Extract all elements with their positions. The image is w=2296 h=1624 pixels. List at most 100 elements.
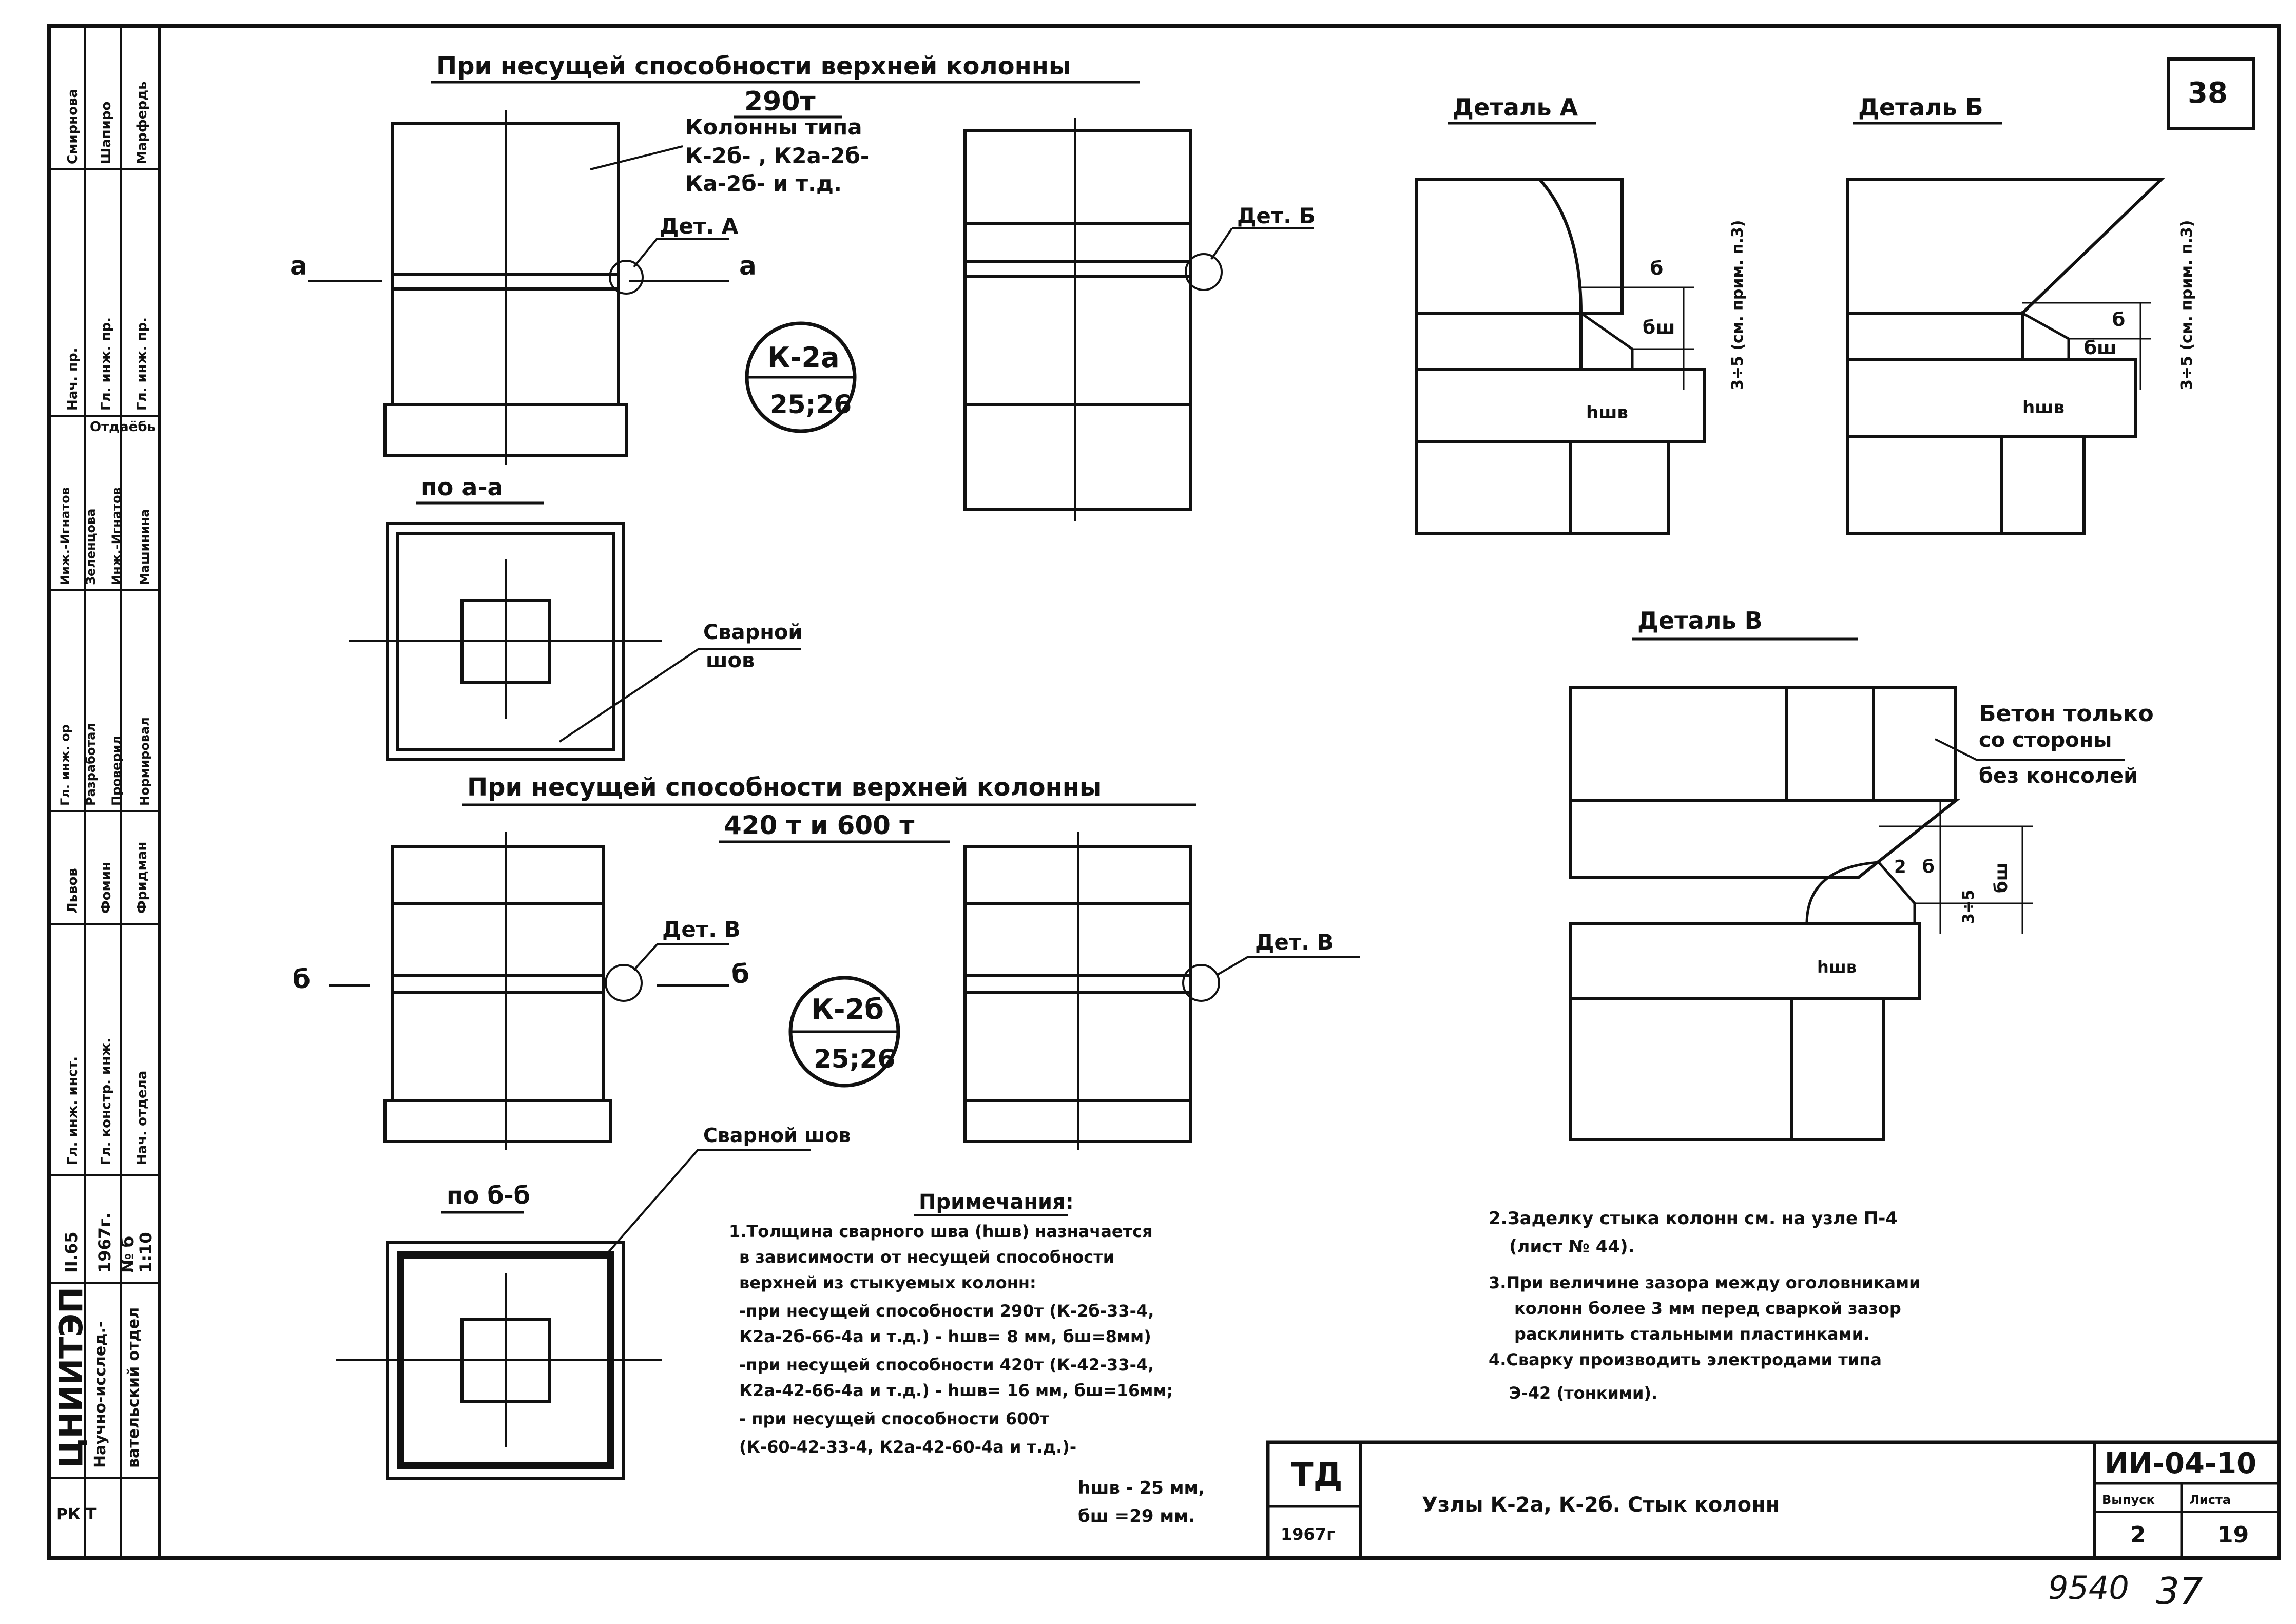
node-badge-k2b-code: К-2б [811,993,884,1026]
weld-leader-lower [607,1149,699,1253]
detail-b-dim-side: 3÷5 (см. прим. п.3) [2178,220,2196,390]
section-mark-b-left: б [293,964,311,994]
node-badge-k2b-sheets: 25;26 [814,1044,895,1074]
stamp-name-10: Марфердь [134,81,150,164]
lower-heading: При несущей способности верхней колонны [467,773,1102,802]
stamp-year-1: II.65 [62,1232,81,1273]
stamp-role-6: Проверил [109,736,124,806]
stamp-role-7: Нормировал [138,717,152,806]
section-aa-plan [349,522,662,761]
stamp-name-7: Машинина [138,509,152,585]
stamp-year-2: 1967г. [95,1212,114,1273]
detail-b-dim-b: б [2112,310,2125,331]
concrete-note-3: без консолей [1979,764,2138,788]
note-line-5: К2а-2б-66-4а и т.д.) - hшв= 8 мм, бш=8мм… [739,1327,1151,1346]
concrete-note-1: Бетон только [1979,701,2154,727]
section-mark-b-right: б [731,959,749,989]
detail-v-dim-35: 3÷5 [1960,890,1978,924]
note-right-7: Э-42 (тонкими). [1509,1383,1657,1403]
stamp-sub-2: вательский отдел [125,1307,143,1468]
handwritten-number: 9540 [2048,1569,2129,1607]
section-bb-label: по б-б [447,1182,530,1209]
stamp-role-1: Гл. инж. инст. [65,1056,81,1165]
concrete-note-2: со стороны [1979,728,2112,752]
stamp-org: ЦНИИТЭП [52,1287,90,1468]
note-line-9: (К-60-42-33-4, К2а-42-60-4а и т.д.)- [739,1437,1076,1457]
detail-b-dim-bsh: бш [2084,338,2116,359]
detail-a-drawing [1415,178,1706,535]
callout-det-v-left-leader [633,943,658,971]
title-code: ИИ-04-10 [2105,1447,2256,1480]
detail-v-title: Деталь В [1637,607,1763,634]
detail-b-drawing [1846,178,2165,535]
stamp-sub-1: Научно-исслед.- [91,1321,109,1468]
detail-v-dim-hsh: hшв [1817,957,1857,977]
note-right-2: (лист № 44). [1509,1236,1634,1257]
column-types-note-3: Ка-2б- и т.д. [685,171,842,196]
detail-a-dim-bsh: бш [1643,317,1675,338]
section-bb-plan [336,1241,662,1480]
detail-a-dim-b: б [1650,258,1663,279]
title-sheet-label: Листа [2189,1493,2231,1507]
stamp-name-4: Ииж.-Игнатов [58,487,72,585]
title-stamp: ТД [1291,1456,1343,1494]
detail-v-drawing [1569,686,2033,1141]
note-line-8: - при несущей способности 600т [739,1409,1050,1428]
node-badge-k2a-code: К-2а [767,341,840,374]
concrete-note-leader [1935,738,1977,761]
stamp-role-2: Гл. констр. инж. [99,1038,114,1165]
upper-heading: При несущей способности верхней колонны [436,52,1071,81]
weld-label-upper-2: шов [706,649,755,672]
note-line-6: -при несущей способности 420т (К-42-33-4… [739,1355,1154,1375]
detail-v-dim-2: 2 [1894,857,1906,877]
section-mark-a-right: а [739,251,757,281]
column-elevation-upper-right [963,118,1223,521]
title-issue: 2 [2130,1522,2146,1548]
weld-leader-upper [558,648,699,743]
title-sheet: 19 [2217,1522,2249,1548]
column-types-note-2: К-2б- , К2а-2б- [685,143,869,168]
callout-det-v-right-leader [1215,956,1248,976]
stamp-name-1: Львов [65,868,81,914]
note-right-3: 3.При величине зазора между оголовниками [1489,1273,1921,1292]
note-line-4: -при несущей способности 290т (К-2б-33-4… [739,1301,1154,1321]
stamp-name-2: Фомин [99,862,114,914]
detail-a-dim-side: 3÷5 (см. прим. п.3) [1729,220,1747,390]
column-elevation-upper-left [308,110,729,465]
handwritten-page: 37 [2156,1570,2203,1613]
callout-det-v-right: Дет. В [1255,930,1334,955]
side-stamp: ЦНИИТЭП Научно-исслед.- вательский отдел… [47,24,161,1559]
detail-a-title: Деталь А [1453,93,1578,121]
note-final-1: hшв - 25 мм, [1078,1478,1205,1498]
callout-det-a-leader [633,238,658,268]
stamp-name-9: Шапиро [99,102,114,164]
node-badge-k2a-sheets: 25;26 [770,390,852,419]
note-final-2: бш =29 мм. [1078,1506,1195,1526]
title-block [1266,1440,2281,1560]
stamp-name-8: Смирнова [65,89,81,164]
callout-det-a: Дет. А [660,214,739,239]
node-badge-k2b: К-2б 25;26 [788,976,900,1088]
stamp-role-5: Разработал [84,723,98,806]
detail-v-dim-bsh: бш [1991,862,2012,893]
weld-label-upper-1: Сварной [703,621,802,644]
note-right-1: 2.Заделку стыка колонн см. на узле П-4 [1489,1208,1898,1229]
notes-title: Примечания: [919,1190,1074,1214]
stamp-rk: РК Т [56,1505,97,1523]
note-right-6: 4.Сварку производить электродами типа [1489,1350,1882,1369]
note-line-7: К2а-42-66-4а и т.д.) - hшв= 16 мм, бш=16… [739,1381,1173,1400]
sheet-frame [47,24,2281,1560]
column-elevation-lower-left [329,832,729,1150]
notes-right: 2.Заделку стыка колонн см. на узле П-4 (… [1489,1208,1921,1403]
node-badge-k2a: К-2а 25;26 [745,321,857,433]
note-line-2: в зависимости от несущей способности [739,1247,1114,1267]
title-year: 1967г [1281,1524,1335,1544]
section-aa-label: по а-а [421,473,504,501]
detail-a-dim-hsh: hшв [1586,402,1628,423]
note-right-5: расклинить стальными пластинками. [1514,1324,1869,1344]
detail-b-title: Деталь Б [1858,93,1983,121]
stamp-role-4: Гл. инж. ор [58,724,72,806]
stamp-name-3: Фридман [134,842,150,914]
stamp-role-8: Нач. пр. [65,347,81,411]
